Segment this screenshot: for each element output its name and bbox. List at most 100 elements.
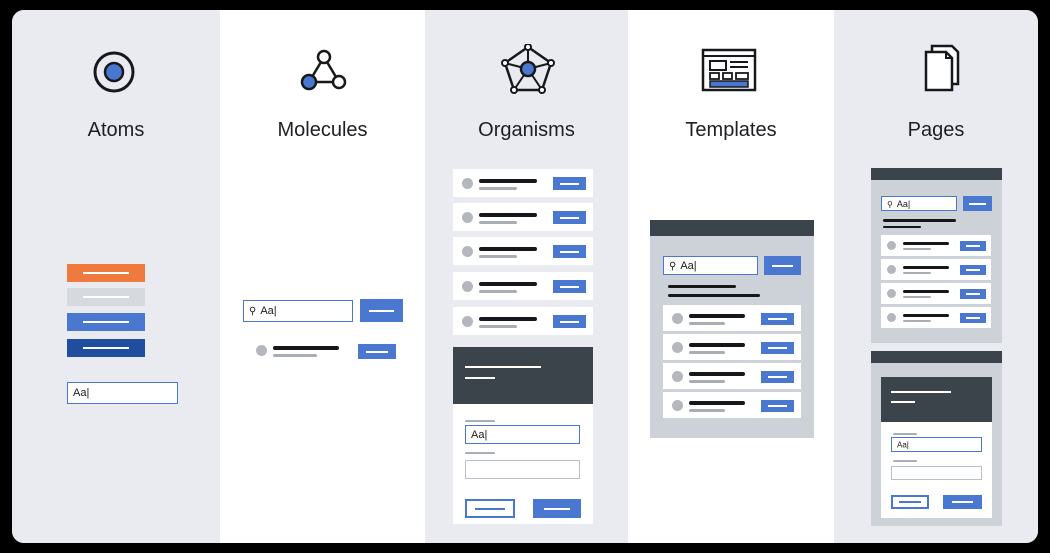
- list-line: [479, 179, 537, 183]
- page-header: [871, 168, 1002, 180]
- template-search-button[interactable]: [764, 256, 801, 275]
- form-label: [893, 433, 917, 435]
- avatar: [462, 212, 473, 223]
- avatar: [887, 289, 896, 298]
- page-form-header: [881, 377, 992, 422]
- list-line: [689, 372, 745, 376]
- list-line: [903, 290, 949, 293]
- form-header: [453, 347, 593, 404]
- atom-icon: [93, 51, 135, 93]
- page-form-body: Aa|: [881, 422, 992, 518]
- avatar: [672, 313, 683, 324]
- pages-icon: [924, 44, 960, 92]
- molecule-line-1: [273, 346, 339, 350]
- list-item-button[interactable]: [553, 280, 586, 293]
- list-item: [453, 307, 593, 335]
- list-item-button[interactable]: [960, 313, 986, 323]
- list-item-button[interactable]: [960, 241, 986, 251]
- list-item-button[interactable]: [761, 371, 794, 383]
- list-line: [689, 409, 725, 412]
- list-item-button[interactable]: [761, 342, 794, 354]
- list-item: [663, 363, 801, 389]
- avatar: [462, 316, 473, 327]
- stage-title-molecules: Molecules: [277, 119, 368, 141]
- list-line: [689, 343, 745, 347]
- list-line: [689, 351, 725, 354]
- molecule-search-input[interactable]: ⚲Aa|: [243, 300, 353, 322]
- list-item-button[interactable]: [553, 315, 586, 328]
- organism-icon: [501, 44, 555, 94]
- template-heading-line: [668, 294, 760, 297]
- molecule-line-2: [273, 354, 317, 357]
- stage-title-pages: Pages: [907, 119, 965, 141]
- form-empty-input[interactable]: [465, 460, 580, 479]
- form-cancel-button[interactable]: [465, 499, 515, 518]
- page-form-empty-input[interactable]: [891, 466, 982, 480]
- list-line: [479, 255, 517, 258]
- atom-bar-blue: [67, 313, 145, 331]
- template-heading-line: [668, 285, 736, 288]
- template-icon: [701, 48, 757, 92]
- list-item-button[interactable]: [960, 289, 986, 299]
- form-body: Aa|: [453, 404, 593, 524]
- list-line: [903, 242, 949, 245]
- list-line: [903, 296, 931, 298]
- list-item-button[interactable]: [553, 211, 586, 224]
- list-line: [479, 187, 517, 190]
- list-line: [903, 248, 931, 250]
- list-line: [479, 290, 517, 293]
- template-frame: ⚲Aa|: [650, 220, 814, 438]
- page-search-button[interactable]: [963, 196, 992, 211]
- list-item-button[interactable]: [553, 177, 586, 190]
- atom-bar-orange: [67, 264, 145, 282]
- list-line: [903, 272, 931, 274]
- list-line: [479, 282, 537, 286]
- stage-templates: Templates ⚲Aa|: [628, 10, 834, 543]
- list-item-button[interactable]: [761, 313, 794, 325]
- list-item-button[interactable]: [553, 245, 586, 258]
- list-line: [479, 317, 537, 321]
- page-preview-form: Aa|: [871, 351, 1002, 526]
- list-item: [663, 305, 801, 331]
- form-text-input[interactable]: Aa|: [465, 425, 580, 444]
- search-icon: ⚲: [669, 260, 677, 272]
- list-line: [689, 314, 745, 318]
- atom-bar-dark-blue: [67, 339, 145, 357]
- stage-pages: Pages ⚲Aa|: [834, 10, 1038, 543]
- page-form-submit-button[interactable]: [943, 495, 982, 509]
- list-item-button[interactable]: [960, 265, 986, 275]
- avatar: [462, 246, 473, 257]
- search-icon: ⚲: [249, 306, 257, 317]
- search-icon: ⚲: [887, 199, 893, 209]
- list-item: [663, 334, 801, 360]
- list-line: [479, 247, 537, 251]
- page-header: [871, 351, 1002, 363]
- avatar: [887, 241, 896, 250]
- list-item: [663, 392, 801, 418]
- form-submit-button[interactable]: [533, 499, 581, 518]
- page-search-input[interactable]: ⚲Aa|: [881, 196, 957, 211]
- list-line: [903, 320, 931, 322]
- avatar: [887, 313, 896, 322]
- list-line: [479, 221, 517, 224]
- page-form-cancel-button[interactable]: [891, 495, 929, 509]
- form-label: [465, 452, 495, 454]
- list-item: [453, 169, 593, 197]
- avatar: [887, 265, 896, 274]
- avatar: [672, 371, 683, 382]
- list-item-button[interactable]: [761, 400, 794, 412]
- atom-text-input[interactable]: Aa|: [67, 382, 178, 404]
- template-header: [650, 220, 814, 236]
- molecule-search-button[interactable]: [360, 299, 403, 322]
- list-item: [453, 237, 593, 265]
- template-search-input[interactable]: ⚲Aa|: [663, 256, 758, 275]
- molecule-item-button[interactable]: [358, 344, 396, 359]
- stage-title-templates: Templates: [685, 119, 777, 141]
- avatar: [462, 178, 473, 189]
- stage-organisms: Organisms: [425, 10, 628, 543]
- atom-bar-gray: [67, 288, 145, 306]
- stage-title-atoms: Atoms: [87, 119, 145, 141]
- page-form-text-input[interactable]: Aa|: [891, 437, 982, 452]
- page-preview-list: ⚲Aa|: [871, 168, 1002, 343]
- stage-molecules: Molecules ⚲Aa|: [220, 10, 425, 543]
